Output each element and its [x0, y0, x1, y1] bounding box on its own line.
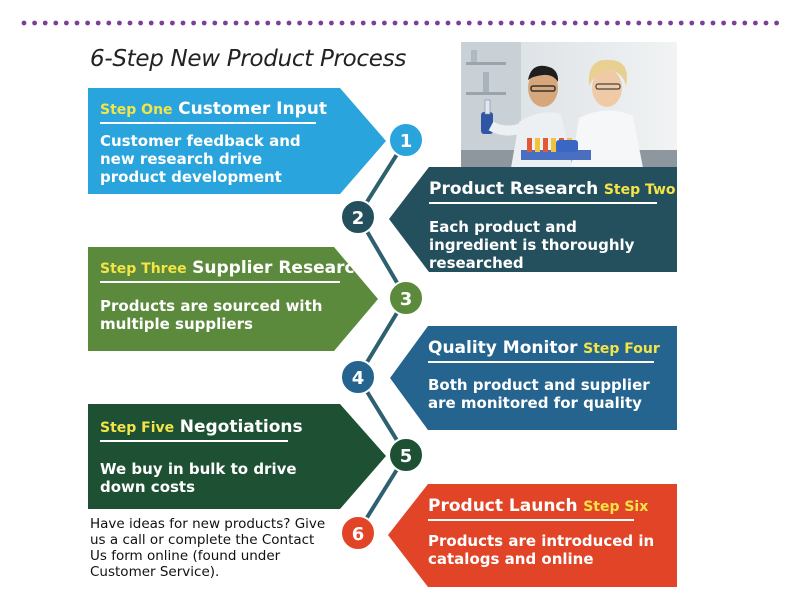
step-card-2: Product Research Step Two Each product a… [389, 167, 677, 272]
step-description: We buy in bulk to drive down costs [100, 460, 297, 496]
step-card-1: Step One Customer Input Customer feedbac… [88, 88, 386, 194]
step-description: Each product and ingredient is thoroughl… [429, 218, 635, 272]
step-name: Supplier Research [192, 258, 367, 278]
step-number-6: 6 [340, 515, 376, 551]
step-keyword: Step Three [100, 261, 187, 277]
step-card-5: Step Five Negotiations We buy in bulk to… [88, 404, 386, 509]
heading-underline [428, 361, 654, 363]
step-keyword: Step Five [100, 420, 175, 436]
heading-underline [100, 122, 316, 124]
heading-underline [428, 519, 634, 521]
step-card-3: Step Three Supplier Research Products ar… [88, 247, 378, 351]
lab-scientists-photo [461, 42, 677, 168]
step-name: Customer Input [178, 99, 327, 119]
step-card-6: Product Launch Step Six Products are int… [388, 484, 677, 587]
heading-underline [100, 281, 340, 283]
step-keyword: Step Six [583, 499, 649, 515]
step-number-4: 4 [340, 359, 376, 395]
step-description: Both product and supplier are monitored … [428, 376, 650, 412]
heading-underline [100, 440, 288, 442]
step-keyword: Step One [100, 102, 173, 118]
step-name: Product Launch [428, 496, 578, 516]
step-number-5: 5 [388, 437, 424, 473]
heading-underline [429, 202, 657, 204]
page-title: 6-Step New Product Process [90, 46, 406, 72]
step-number-2: 2 [340, 199, 376, 235]
step-keyword: Step Four [583, 341, 660, 357]
step-name: Negotiations [179, 417, 303, 437]
step-description: Products are sourced with multiple suppl… [100, 297, 323, 333]
step-description: Customer feedback and new research drive… [100, 132, 301, 186]
step-description: Products are introduced in catalogs and … [428, 532, 655, 568]
step-card-4: Quality Monitor Step Four Both product a… [390, 326, 677, 430]
contact-note: Have ideas for new products? Give us a c… [90, 516, 326, 580]
step-number-3: 3 [388, 280, 424, 316]
step-name: Quality Monitor [428, 338, 578, 358]
step-number-1: 1 [388, 122, 424, 158]
dotted-divider [21, 20, 779, 26]
step-name: Product Research [429, 179, 599, 199]
step-keyword: Step Two [603, 182, 676, 198]
